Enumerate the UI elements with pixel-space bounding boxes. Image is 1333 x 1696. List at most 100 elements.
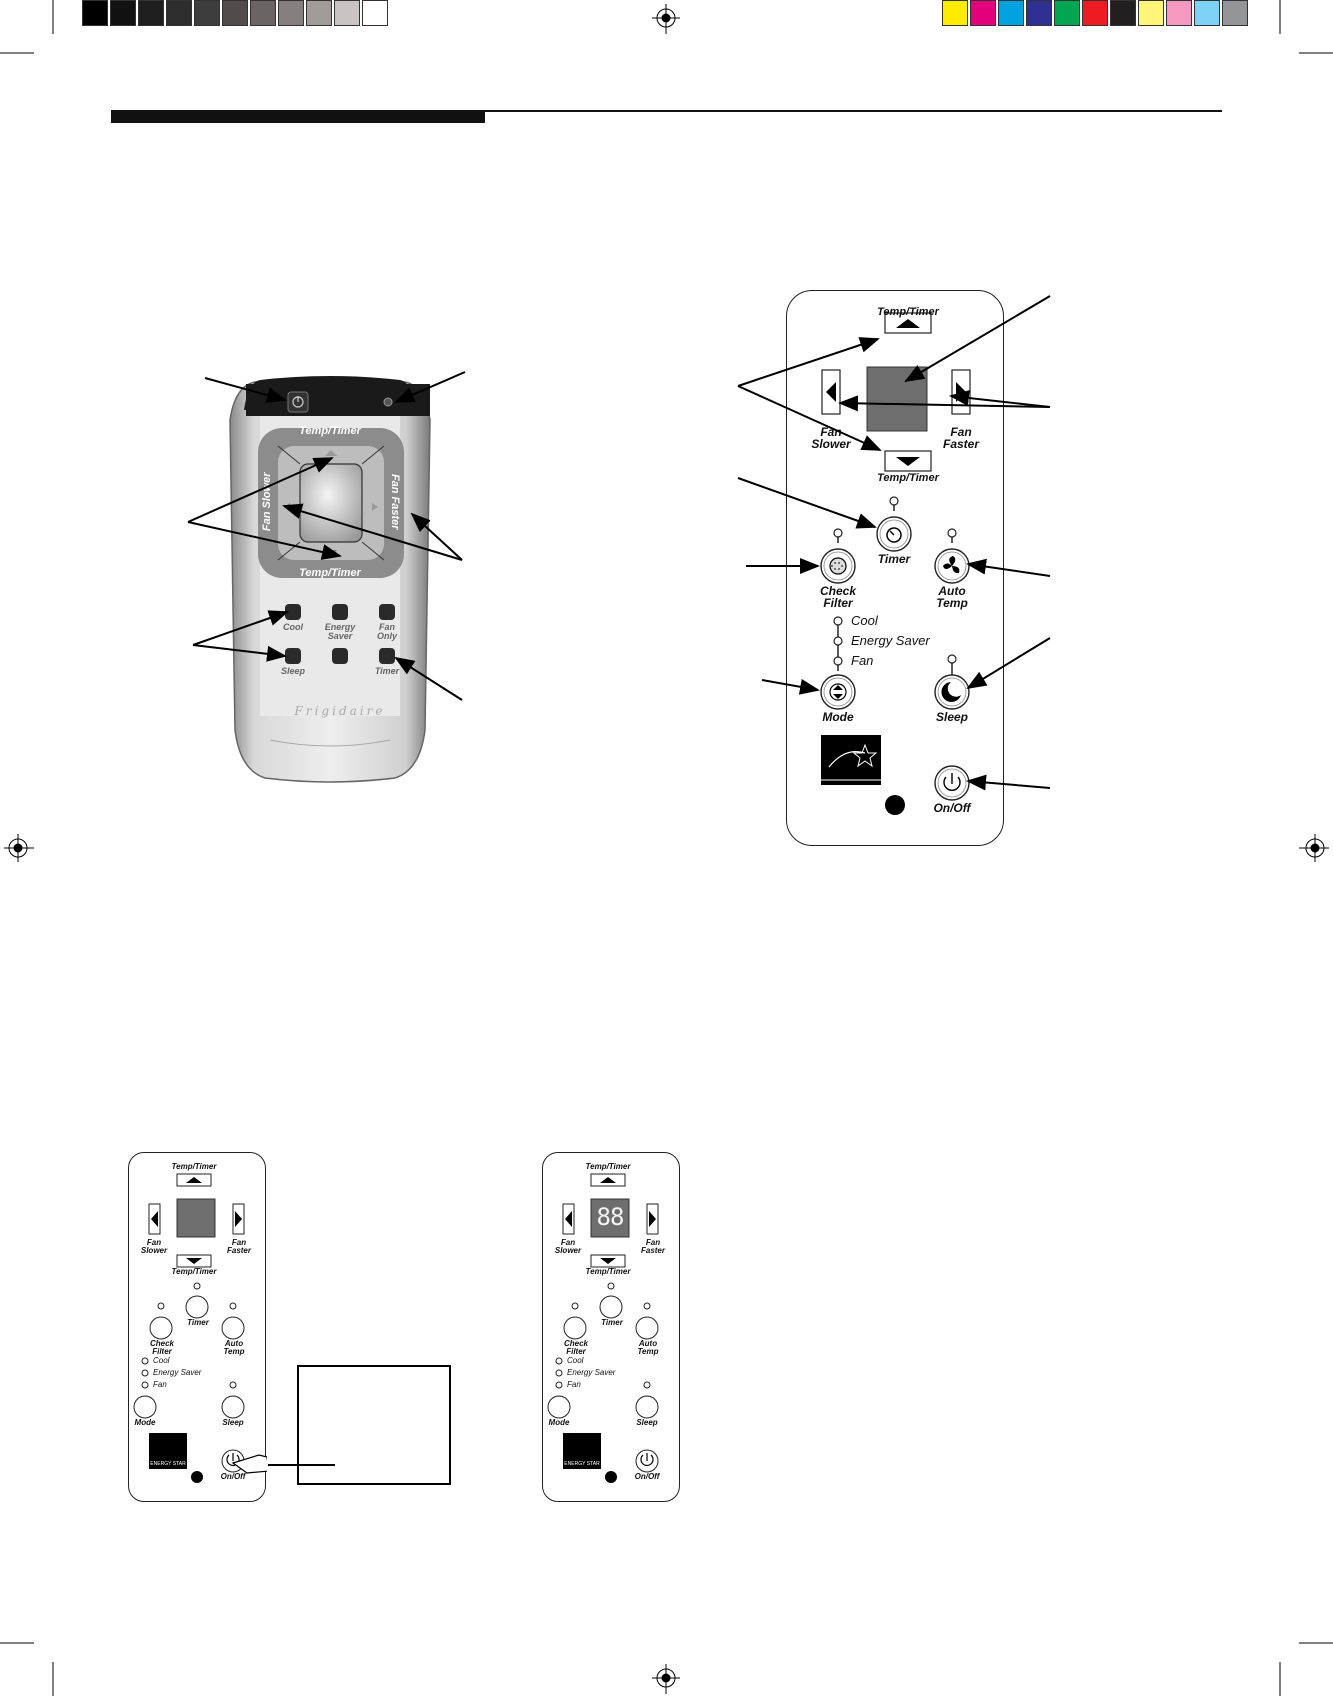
panel-display	[866, 366, 928, 432]
panel-check-filter-button[interactable]	[820, 548, 856, 584]
registration-target-left	[4, 834, 34, 862]
remote-control-figure: Temp/Timer Temp/Timer Fan Slower Fan Fas…	[180, 360, 480, 790]
header-rule-thin	[111, 110, 1222, 112]
small-off-mode-fan: Fan	[153, 1380, 167, 1389]
small-off-fan-slower-1: Fan	[146, 1238, 162, 1247]
small-on-on-off: On/Off	[634, 1472, 660, 1481]
panel-auto-temp-button[interactable]	[934, 548, 970, 584]
panel-mode-button[interactable]	[820, 674, 856, 710]
small-on-auto-temp-1: Auto	[638, 1339, 658, 1348]
remote-sleep-label: Sleep	[280, 666, 305, 676]
panel-graphics	[820, 312, 971, 815]
small-off-auto-temp-1: Auto	[224, 1339, 244, 1348]
panel-auto-temp-label-1: Auto	[938, 584, 966, 598]
small-on-check-filter-1: Check	[563, 1339, 588, 1348]
panel-mode-energy-saver-label: Energy Saver	[851, 633, 930, 648]
small-off-fan-faster-1: Fan	[231, 1238, 247, 1247]
small-on-fan-slower-1: Fan	[560, 1238, 576, 1247]
small-on-on-off-button[interactable]	[636, 1450, 658, 1472]
small-on-mode-cool: Cool	[567, 1356, 584, 1365]
panel-mode-cool-label: Cool	[851, 613, 878, 628]
panel-timer-label: Timer	[877, 552, 911, 566]
small-on-timer: Timer	[601, 1318, 623, 1327]
panel-sleep-button[interactable]	[934, 674, 970, 710]
header-rule-thick	[111, 111, 485, 123]
remote-energy-saver-button[interactable]	[332, 604, 348, 620]
small-off-auto-temp-2: Temp	[223, 1347, 245, 1356]
remote-fan-only-button[interactable]	[379, 604, 395, 620]
panel-check-filter-label-1: Check	[819, 584, 857, 598]
color-swatch	[278, 0, 304, 26]
small-off-check-filter-2: Filter	[152, 1347, 172, 1356]
small-on-temp-timer-bottom: Temp/Timer	[585, 1267, 631, 1276]
color-swatch	[942, 0, 968, 26]
small-off-mode-cool: Cool	[153, 1356, 170, 1365]
remote-fan-only-label-2: Only	[376, 631, 397, 641]
small-on-fan-faster-1: Fan	[645, 1238, 661, 1247]
color-swatch	[1110, 0, 1136, 26]
color-swatch	[222, 0, 248, 26]
small-on-fan-faster-2: Faster	[640, 1246, 665, 1255]
remote-energy-label-1: Energy	[324, 622, 356, 632]
small-panel-on: 88 Temp/Timer Temp/Timer Fan Slower Fan …	[542, 1152, 680, 1502]
small-off-timer: Timer	[187, 1318, 209, 1327]
color-swatch	[1054, 0, 1080, 26]
remote-temp-timer-top-label: Temp/Timer	[299, 425, 361, 437]
small-panel-off-graphics	[133, 1173, 267, 1483]
remote-cool-button[interactable]	[285, 604, 301, 620]
registration-target-bottom	[652, 1664, 680, 1694]
color-swatch	[1222, 0, 1248, 26]
small-off-temp-timer-top: Temp/Timer	[171, 1162, 217, 1171]
panel-timer-button[interactable]	[876, 516, 912, 552]
color-swatch	[970, 0, 996, 26]
small-off-on-off-button[interactable]	[222, 1450, 244, 1472]
small-on-mode-energy-saver: Energy Saver	[567, 1368, 616, 1377]
small-off-fan-slower-2: Slower	[140, 1246, 168, 1255]
color-swatch	[166, 0, 192, 26]
panel-on-off-label: On/Off	[933, 801, 971, 815]
color-swatch	[1166, 0, 1192, 26]
panel-check-filter-label-2: Filter	[823, 596, 853, 610]
remote-blank-button[interactable]	[332, 648, 348, 664]
color-swatch	[250, 0, 276, 26]
panel-sleep-label: Sleep	[935, 710, 968, 724]
small-off-temp-timer-bottom: Temp/Timer	[171, 1267, 217, 1276]
registration-target-top	[652, 4, 680, 34]
color-swatch	[110, 0, 136, 26]
panel-fan-faster-label-2: Faster	[942, 437, 980, 451]
small-on-temp-timer-top: Temp/Timer	[585, 1162, 631, 1171]
remote-fan-faster-label: Fan Faster	[388, 473, 401, 530]
remote-temp-timer-bottom-label: Temp/Timer	[299, 567, 361, 579]
small-off-check-filter-1: Check	[149, 1339, 174, 1348]
remote-energy-label-2: Saver	[327, 631, 353, 641]
small-on-mode: Mode	[548, 1418, 570, 1427]
panel-on-off-button[interactable]	[934, 765, 970, 801]
remote-timer-button[interactable]	[379, 648, 395, 664]
remote-fan-only-label-1: Fan	[378, 622, 395, 632]
small-off-mode: Mode	[134, 1418, 156, 1427]
remote-fan-slower-label: Fan Slower	[261, 472, 274, 532]
color-swatch	[1194, 0, 1220, 26]
color-swatch	[362, 0, 388, 26]
callout-box	[297, 1365, 451, 1485]
color-swatch	[306, 0, 332, 26]
panel-energy-star-label: ENERGY STAR	[822, 786, 880, 795]
small-on-sleep: Sleep	[636, 1418, 658, 1427]
small-on-check-filter-2: Filter	[566, 1347, 586, 1356]
color-swatch	[194, 0, 220, 26]
remote-sleep-button[interactable]	[285, 648, 301, 664]
small-off-on-off: On/Off	[220, 1472, 246, 1481]
small-on-auto-temp-2: Temp	[637, 1347, 659, 1356]
small-panel-on-graphics	[547, 1173, 659, 1483]
color-swatch	[334, 0, 360, 26]
remote-brand-logo: Frigidaire	[294, 704, 386, 718]
small-on-energy-star: ENERGY STAR	[564, 1461, 600, 1467]
color-swatch	[82, 0, 108, 26]
remote-timer-label: Timer	[374, 666, 400, 676]
panel-auto-temp-label-2: Temp	[936, 596, 968, 610]
color-swatch	[1138, 0, 1164, 26]
small-off-sleep: Sleep	[222, 1418, 244, 1427]
panel-mode-fan-label: Fan	[851, 653, 874, 668]
small-on-display-readout: 88	[596, 1203, 625, 1231]
